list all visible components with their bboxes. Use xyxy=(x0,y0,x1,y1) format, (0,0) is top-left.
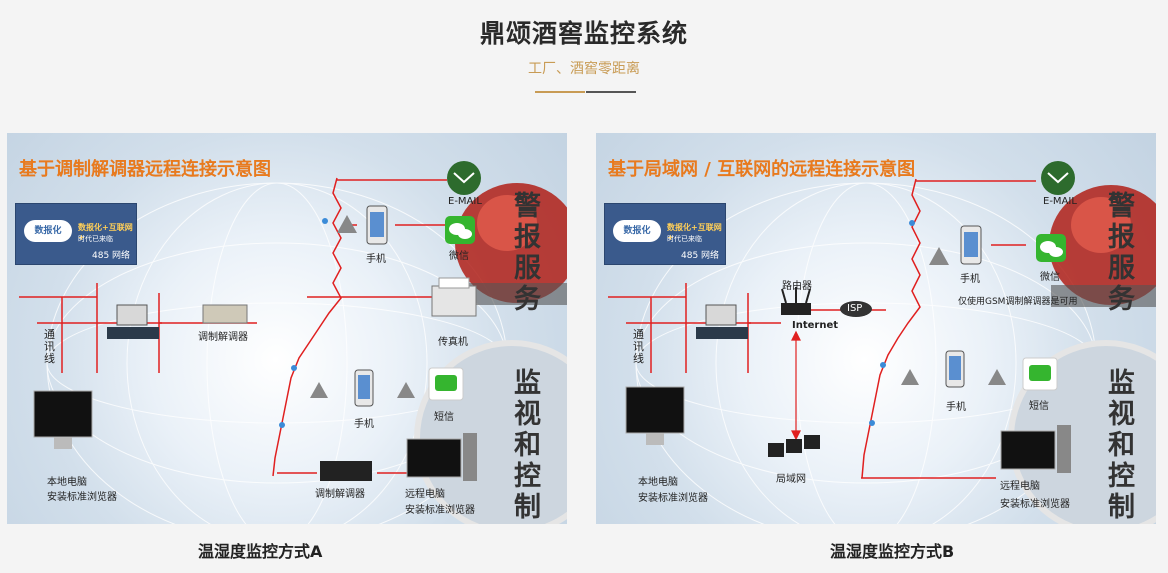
server-rack-icon xyxy=(107,327,159,339)
remote-pc-sublabel: 安装标准浏览器 xyxy=(405,505,475,516)
banner-sub: 时代已来临 xyxy=(78,235,113,243)
alarm-light xyxy=(455,183,567,305)
network-banner: 数报化 数报化+互联网+ 时代已来临 485 网络 xyxy=(604,203,726,265)
comm-line-label: 通讯线 xyxy=(633,328,644,365)
wechat-label: 微信 xyxy=(1040,272,1060,283)
alarm-service-label: 警报服务 xyxy=(1108,191,1135,315)
email-label: E-MAIL xyxy=(1043,196,1077,207)
network-label: 485 网络 xyxy=(681,251,720,261)
remote-pc-label: 远程电脑 xyxy=(1000,481,1040,492)
local-pc-sublabel: 安装标准浏览器 xyxy=(638,493,708,504)
panel-a-graphics xyxy=(19,161,567,524)
remote-pc-icon xyxy=(1000,430,1056,470)
phone-label: 手机 xyxy=(960,274,980,285)
title-underline-gold xyxy=(535,91,585,93)
internet-label: Internet xyxy=(792,320,839,331)
caption-b: 温湿度监控方式B xyxy=(830,542,955,561)
isp-label: ISP xyxy=(847,303,863,314)
router-label: 路由器 xyxy=(782,281,812,292)
signal-dots xyxy=(869,220,915,426)
lan-link xyxy=(791,330,801,441)
banner-brand: 数报化 xyxy=(613,220,661,242)
page-title: 鼎颂酒窖监控系统 xyxy=(479,19,688,48)
page-subtitle: 工厂、酒窖零距离 xyxy=(528,61,640,77)
phone-label: 手机 xyxy=(354,419,374,430)
email-icon xyxy=(447,161,481,195)
local-pc-sublabel: 安装标准浏览器 xyxy=(47,492,117,503)
remote-pc-icon xyxy=(406,438,462,478)
local-pc-label: 本地电脑 xyxy=(47,477,87,488)
local-pc-icon xyxy=(33,390,93,438)
diagram-panel-a: 基于调制解调器远程连接示意图 数报化 数报化+互联网+ 时代已来临 485 网络… xyxy=(7,133,567,524)
local-pc-label: 本地电脑 xyxy=(638,477,678,488)
diagram-panel-b: 基于局域网 / 互联网的远程连接示意图 数报化 数报化+互联网+ 时代已来临 4… xyxy=(596,133,1156,524)
local-pc-icon xyxy=(625,386,685,434)
alarm-light xyxy=(1049,185,1156,307)
server-monitor-icon xyxy=(116,304,148,326)
network-banner: 数报化 数报化+互联网+ 时代已来临 485 网络 xyxy=(15,203,137,265)
modem-label: 调制解调器 xyxy=(198,332,248,343)
server-rack-icon xyxy=(696,327,748,339)
remote-pc-sublabel: 安装标准浏览器 xyxy=(1000,499,1070,510)
globe-grid xyxy=(46,182,508,524)
phone-label: 手机 xyxy=(946,402,966,413)
antenna-icon xyxy=(988,369,1006,385)
antenna-icon xyxy=(337,215,357,233)
lan-label: 局域网 xyxy=(776,474,806,485)
sms-label: 短信 xyxy=(434,412,454,423)
panel-a-title: 基于调制解调器远程连接示意图 xyxy=(19,159,271,180)
caption-a: 温湿度监控方式A xyxy=(198,542,323,561)
title-underline-dark xyxy=(586,91,636,93)
gsm-note: 仅使用GSM调制解调器是可用 xyxy=(958,297,1078,307)
monitor-control-label: 监视和控制 xyxy=(514,368,541,523)
alarm-service-label: 警报服务 xyxy=(514,191,541,315)
modem-icon xyxy=(320,461,372,481)
banner-tag: 数报化+互联网+ xyxy=(78,223,133,242)
sms-label: 短信 xyxy=(1029,401,1049,412)
antenna-icon xyxy=(310,382,328,398)
fax-icon xyxy=(431,285,477,317)
comm-line-label: 通讯线 xyxy=(44,328,55,365)
fax-label: 传真机 xyxy=(438,337,468,348)
wechat-label: 微信 xyxy=(449,251,469,262)
banner-brand: 数报化 xyxy=(24,220,72,242)
monitor-control-label: 监视和控制 xyxy=(1108,368,1135,523)
signal-dots xyxy=(279,218,328,428)
isp-node xyxy=(840,301,872,317)
panel-b-title: 基于局域网 / 互联网的远程连接示意图 xyxy=(608,159,916,180)
email-label: E-MAIL xyxy=(448,196,482,207)
antenna-icon xyxy=(901,369,919,385)
router-icon xyxy=(781,303,811,315)
server-monitor-icon xyxy=(705,304,737,326)
phone-label: 手机 xyxy=(366,254,386,265)
modem-icon xyxy=(202,304,248,324)
modem-label: 调制解调器 xyxy=(315,489,365,500)
antenna-icon xyxy=(929,247,949,265)
email-icon xyxy=(1041,161,1075,195)
lan-icon xyxy=(768,435,820,457)
network-label: 485 网络 xyxy=(92,251,131,261)
banner-sub: 时代已来临 xyxy=(667,235,702,243)
banner-tag: 数报化+互联网+ xyxy=(667,223,722,242)
remote-pc-label: 远程电脑 xyxy=(405,489,445,500)
panel-b-graphics xyxy=(608,161,1156,524)
antenna-icon xyxy=(397,382,415,398)
